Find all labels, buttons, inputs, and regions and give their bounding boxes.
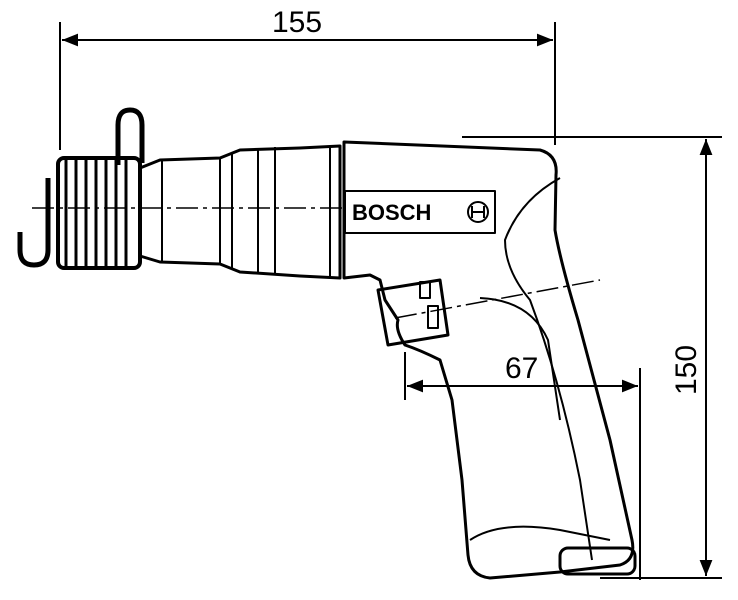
nameplate [344, 190, 496, 234]
dimension-height-label: 150 [670, 345, 703, 395]
brand-logo: BOSCH [352, 200, 431, 225]
bosch-armature-icon [467, 201, 489, 223]
dimension-length: 155 [59, 6, 556, 150]
centerlines [32, 207, 601, 319]
air-hammer-drawing [17, 107, 637, 580]
dimension-handle-width-label: 67 [505, 352, 538, 385]
trigger [376, 278, 450, 347]
dimension-handle-width: 67 [404, 352, 641, 580]
spring-retainer [17, 107, 145, 270]
body-handle [342, 140, 635, 580]
dimension-height: 150 [462, 136, 722, 579]
air-inlet [558, 546, 637, 576]
barrel [138, 144, 342, 280]
dimension-length-label: 155 [272, 6, 322, 39]
